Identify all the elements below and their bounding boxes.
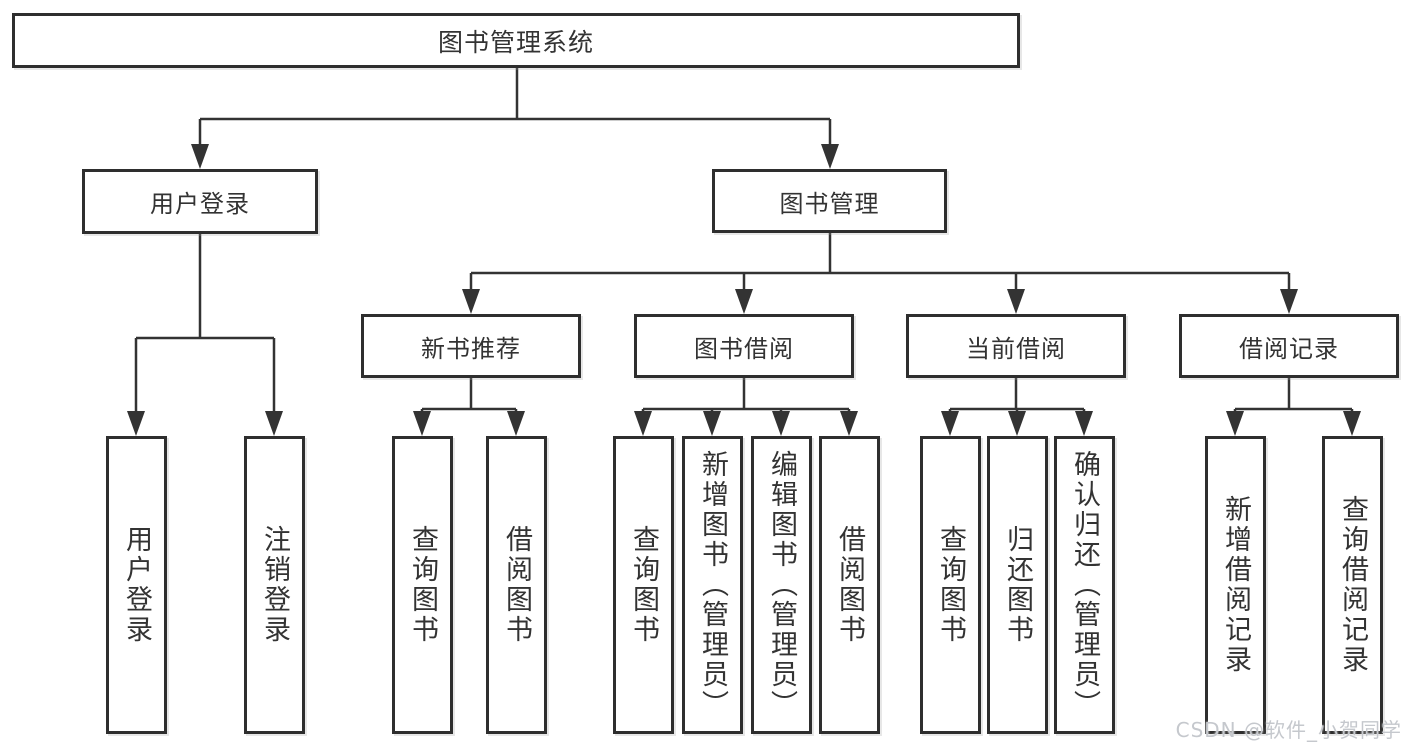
connector-book-management-to-level3 <box>469 233 1291 291</box>
connector-new-book-to-leaves <box>420 378 518 414</box>
leaf-confirm-return-admin-label: 确认归还（管理员） <box>1069 450 1100 720</box>
leaf-user-login: 用户登录 <box>106 436 167 734</box>
connector-book-borrowing-to-leaves <box>641 378 851 414</box>
leaf-logout-label: 注销登录 <box>259 525 290 645</box>
leaf-borrow-books-recommend: 借阅图书 <box>486 436 547 734</box>
node-root: 图书管理系统 <box>12 13 1020 68</box>
node-current-borrowing: 当前借阅 <box>906 314 1126 378</box>
node-borrowing-records: 借阅记录 <box>1179 314 1399 378</box>
leaf-borrow-books-recommend-label: 借阅图书 <box>501 525 532 645</box>
connector-root-to-level2 <box>198 68 832 146</box>
leaf-query-books-borrowing: 查询图书 <box>613 436 674 734</box>
leaf-add-book-admin-label: 新增图书（管理员） <box>697 450 728 720</box>
leaf-query-books-current: 查询图书 <box>920 436 981 734</box>
leaf-edit-book-admin-label: 编辑图书（管理员） <box>766 450 797 720</box>
connector-user-login-to-leaves <box>134 234 276 413</box>
arrowheads-leaves <box>127 411 1361 436</box>
leaf-return-book: 归还图书 <box>987 436 1048 734</box>
leaf-add-borrow-record: 新增借阅记录 <box>1205 436 1266 734</box>
node-book-borrowing: 图书借阅 <box>634 314 854 378</box>
leaf-add-borrow-record-label: 新增借阅记录 <box>1220 495 1251 675</box>
arrowheads-level2 <box>191 144 839 169</box>
connector-borrowing-records-to-leaves <box>1233 378 1354 414</box>
leaf-return-book-label: 归还图书 <box>1002 525 1033 645</box>
arrowheads-level3 <box>462 289 1298 314</box>
node-user-login: 用户登录 <box>82 169 318 234</box>
leaf-user-login-label: 用户登录 <box>121 525 152 645</box>
leaf-add-book-admin: 新增图书（管理员） <box>682 436 743 734</box>
leaf-confirm-return-admin: 确认归还（管理员） <box>1054 436 1115 734</box>
leaf-borrow-books-borrowing-label: 借阅图书 <box>834 525 865 645</box>
leaf-logout: 注销登录 <box>244 436 305 734</box>
leaf-query-borrow-record: 查询借阅记录 <box>1322 436 1383 734</box>
leaf-query-borrow-record-label: 查询借阅记录 <box>1337 495 1368 675</box>
node-book-management: 图书管理 <box>712 169 947 233</box>
leaf-query-books-current-label: 查询图书 <box>935 525 966 645</box>
leaf-query-books-recommend: 查询图书 <box>392 436 453 734</box>
leaf-edit-book-admin: 编辑图书（管理员） <box>751 436 812 734</box>
watermark: CSDN @软件_小贺同学 <box>1175 718 1402 742</box>
connector-current-borrowing-to-leaves <box>948 378 1086 414</box>
leaf-borrow-books-borrowing: 借阅图书 <box>819 436 880 734</box>
leaf-query-books-recommend-label: 查询图书 <box>407 525 438 645</box>
leaf-query-books-borrowing-label: 查询图书 <box>628 525 659 645</box>
node-new-book-recommendation: 新书推荐 <box>361 314 581 378</box>
